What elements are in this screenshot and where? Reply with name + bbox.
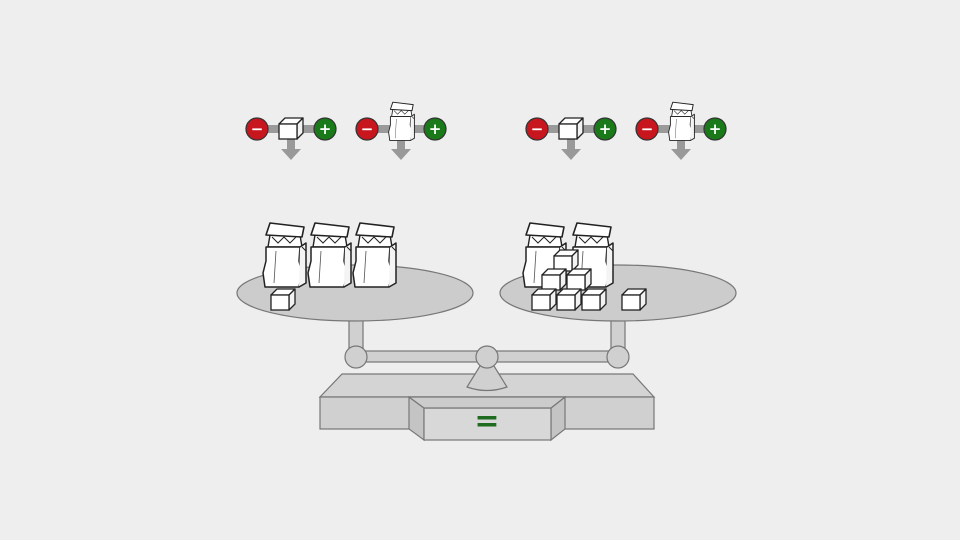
control-left-bag: −+ (355, 101, 447, 160)
sugar-bag-icon (352, 222, 397, 288)
remove-bag-right-button[interactable]: − (635, 117, 659, 141)
sugar-cube-icon (531, 288, 557, 311)
add-cube-left-button[interactable]: + (313, 117, 337, 141)
cube-icon (558, 117, 584, 140)
minus-icon: − (531, 120, 544, 138)
bag-icon (388, 101, 415, 142)
down-arrow-icon (281, 137, 301, 160)
plus-icon: + (319, 120, 332, 138)
scale-beam (344, 315, 630, 369)
minus-icon: − (361, 120, 374, 138)
down-arrow-icon (671, 137, 691, 160)
balance-indicator: = (474, 404, 499, 439)
sugar-cube-icon (581, 288, 607, 311)
minus-icon: − (641, 120, 654, 138)
sugar-cube-icon (553, 249, 579, 272)
sugar-cube-icon (541, 268, 567, 291)
scale-fulcrum (466, 365, 508, 392)
control-left-cube: −+ (245, 117, 337, 160)
cube-icon (278, 117, 304, 140)
down-arrow-icon (561, 137, 581, 160)
scale-base (318, 373, 656, 442)
plus-icon: + (709, 120, 722, 138)
control-right-bag: −+ (635, 101, 727, 160)
remove-bag-left-button[interactable]: − (355, 117, 379, 141)
add-bag-left-button[interactable]: + (423, 117, 447, 141)
plus-icon: + (599, 120, 612, 138)
add-cube-right-button[interactable]: + (593, 117, 617, 141)
bag-icon (668, 101, 695, 142)
sugar-bag-icon (307, 222, 352, 288)
sugar-bag-icon (262, 222, 307, 288)
plus-icon: + (429, 120, 442, 138)
sugar-cube-icon (270, 288, 296, 311)
minus-icon: − (251, 120, 264, 138)
add-bag-right-button[interactable]: + (703, 117, 727, 141)
control-right-cube: −+ (525, 117, 617, 160)
remove-cube-right-button[interactable]: − (525, 117, 549, 141)
remove-cube-left-button[interactable]: − (245, 117, 269, 141)
weight-controls: −+−+−+−+ (245, 101, 727, 160)
down-arrow-icon (391, 137, 411, 160)
sugar-cube-icon (621, 288, 647, 311)
sugar-cube-icon (556, 288, 582, 311)
sugar-cube-icon (566, 268, 592, 291)
